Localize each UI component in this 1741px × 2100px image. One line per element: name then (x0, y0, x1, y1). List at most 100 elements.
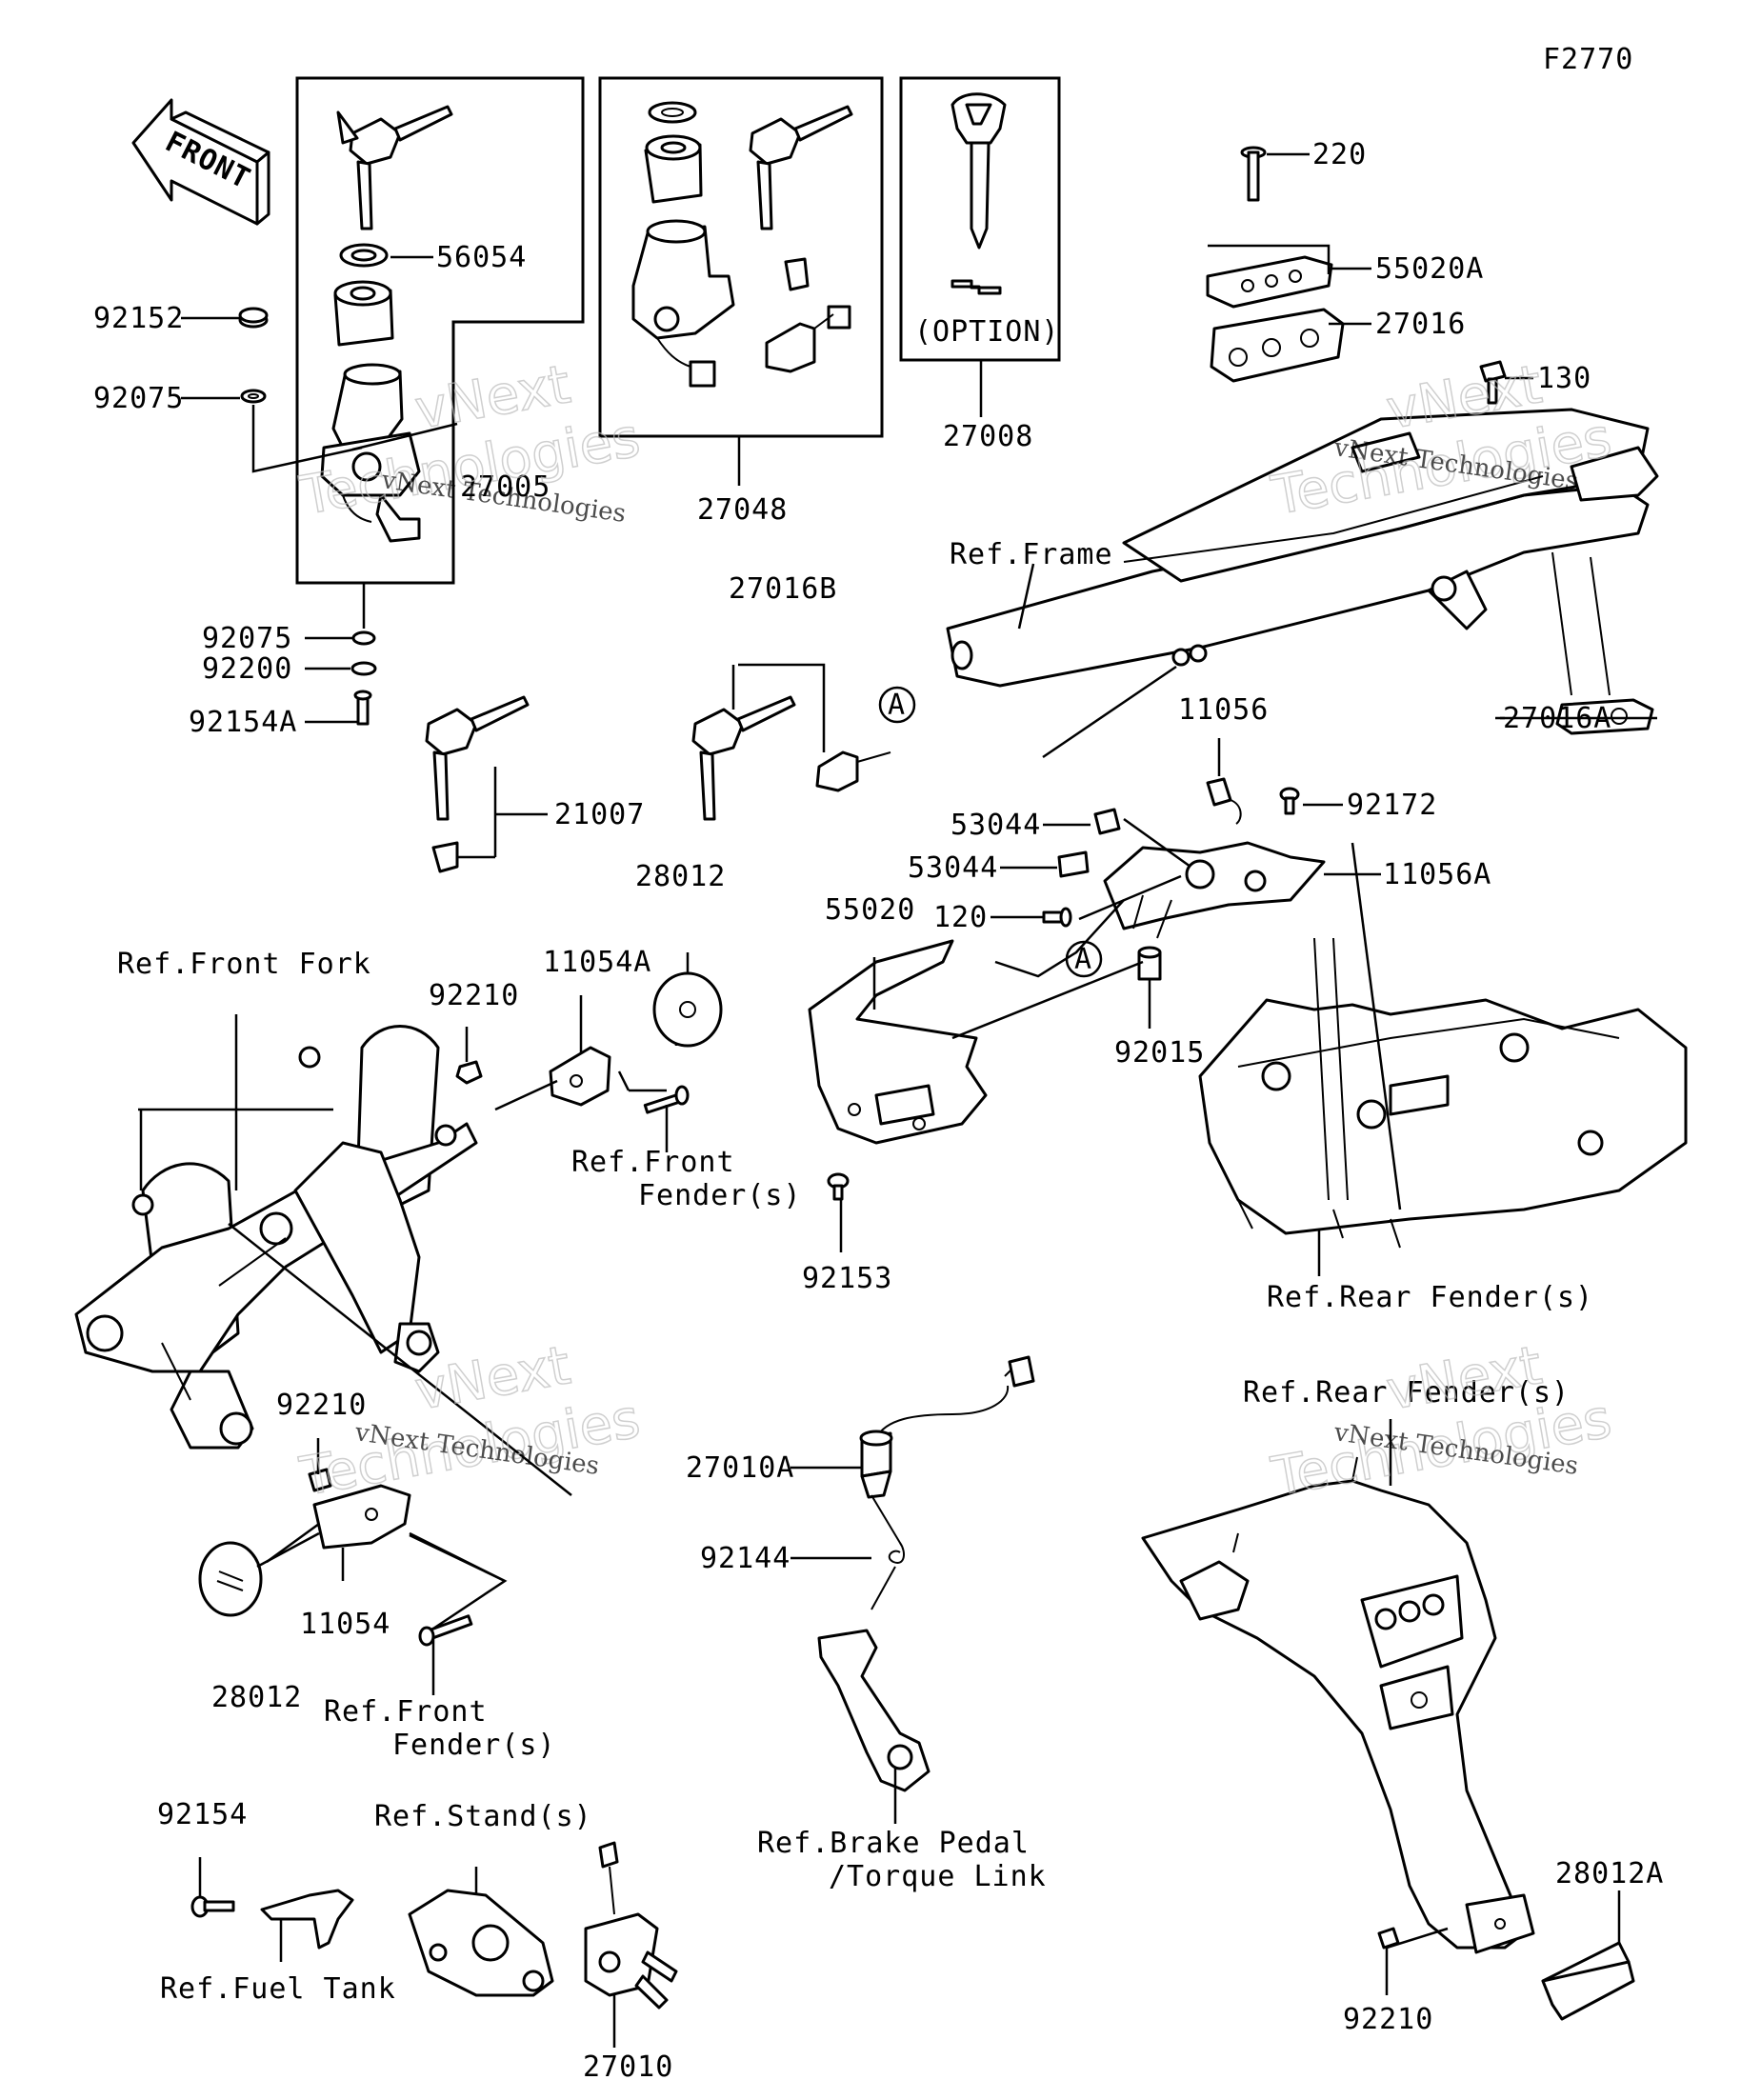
callout-11054A: 11054A (543, 946, 651, 979)
frame-icon (946, 408, 1659, 696)
callout-92154A: 92154A (189, 706, 297, 739)
callout-92153: 92153 (802, 1262, 892, 1295)
washer-92075-icon (240, 389, 267, 404)
callout-28012A: 28012A (1555, 1857, 1664, 1890)
figure-code: F2770 (1543, 43, 1633, 76)
nut-92210b-icon (308, 1468, 332, 1492)
brake-switch-27010A-icon (859, 1355, 1035, 1499)
ignition-switch-27005-icon (320, 363, 421, 543)
washer-92075b-icon (351, 630, 376, 646)
key-set-group-box (598, 76, 884, 438)
callout-27016B: 27016B (729, 572, 837, 606)
cover-55020-icon (808, 939, 988, 1145)
reference-mark-a1: A (878, 686, 916, 724)
callout-11054: 11054 (300, 1608, 390, 1641)
option-key-27008-icon (951, 92, 1007, 295)
ref-torque-link: /Torque Link (829, 1860, 1047, 1893)
ignition-switch-group-box (295, 76, 585, 585)
screw-92172-icon (1279, 787, 1300, 815)
holder-11054-icon (312, 1484, 411, 1550)
callout-28012a: 28012 (635, 860, 726, 893)
ref-front-fender-2a: Ref.Front (324, 1695, 488, 1729)
brake-pedal-icon (817, 1629, 931, 1792)
callout-27005: 27005 (460, 470, 550, 504)
callout-92210b: 92210 (276, 1389, 367, 1422)
callout-27048: 27048 (697, 493, 788, 527)
callout-92200: 92200 (202, 652, 292, 686)
callout-11056A: 11056A (1383, 858, 1491, 891)
callout-27016: 27016 (1375, 308, 1466, 341)
leader-lines (138, 152, 1657, 2048)
callout-53044a: 53044 (951, 809, 1041, 842)
callout-92210c: 92210 (1343, 2003, 1433, 2036)
option-label: (OPTION) (914, 315, 1060, 349)
reflector-28012a-icon (652, 971, 723, 1048)
bolt-120-icon (1042, 907, 1072, 928)
cushion-53044a-icon (1093, 808, 1121, 835)
callout-11056: 11056 (1178, 693, 1269, 727)
ref-front-fender-1a: Ref.Front (571, 1146, 735, 1179)
washer-92200-icon (350, 661, 377, 676)
clip-11056-icon (1206, 777, 1242, 825)
bolt-220-icon (1240, 146, 1267, 202)
fuel-tank-bracket-icon (260, 1889, 354, 1950)
svg-text:A: A (888, 689, 906, 722)
callout-27010: 27010 (583, 2050, 673, 2084)
ref-front-fender-1b: Fender(s) (638, 1179, 802, 1212)
callout-92172: 92172 (1347, 789, 1437, 822)
bolt-92154-icon (190, 1895, 235, 1918)
svg-text:A: A (1074, 943, 1092, 976)
ref-front-fender-2b: Fender(s) (392, 1729, 556, 1762)
front-fork-icon (74, 1025, 478, 1450)
callout-220: 220 (1312, 138, 1367, 171)
callout-27010A: 27010A (686, 1451, 794, 1485)
watermark-3: vNext Technologies vNext Technologies (294, 1334, 645, 1510)
bolt-130-icon (1479, 360, 1507, 405)
screw-92154A-icon (353, 690, 372, 726)
reflector-28012b-icon (198, 1541, 263, 1617)
reflector-28012A-icon (1541, 1941, 1635, 2021)
callout-55020: 55020 (825, 893, 915, 927)
nut-92210a-icon (455, 1060, 483, 1085)
cushion-53044b-icon (1057, 850, 1090, 878)
spring-92144-icon (870, 1494, 906, 1610)
callout-120: 120 (933, 901, 988, 934)
callout-92075a: 92075 (93, 382, 184, 415)
callout-92152: 92152 (93, 302, 184, 335)
cap-icon (333, 280, 394, 347)
ref-rear-fender-2: Ref.Rear Fender(s) (1243, 1376, 1570, 1410)
bracket-27016-icon (1210, 308, 1345, 383)
ref-front-fork: Ref.Front Fork (117, 948, 371, 981)
key-21007-icon (425, 695, 530, 873)
callout-92210a: 92210 (429, 979, 519, 1012)
callout-21007: 21007 (554, 798, 645, 831)
bolt-front-fender-2-icon (418, 1614, 473, 1647)
screw-92153-icon (827, 1172, 850, 1201)
holder-55020A-icon (1206, 255, 1333, 309)
nut-92152-icon (238, 307, 269, 329)
ref-rear-fender-1: Ref.Rear Fender(s) (1267, 1281, 1593, 1314)
callout-92015: 92015 (1114, 1036, 1205, 1070)
side-stand-switch-27010-icon (584, 1841, 678, 2010)
reference-mark-a2: A (1065, 940, 1103, 978)
ref-frame: Ref.Frame (950, 538, 1113, 571)
front-arrow-icon: FRONT (131, 98, 270, 226)
bracket-27016A-icon (1555, 698, 1654, 735)
ignition-key-icon (336, 105, 453, 230)
stand-bracket-icon (408, 1889, 554, 1997)
holder-11054A-icon (549, 1046, 611, 1107)
callout-27016A: 27016A (1503, 702, 1611, 735)
watermark-4: vNext Technologies vNext Technologies (1266, 1334, 1616, 1510)
ref-fuel-tank: Ref.Fuel Tank (160, 1972, 396, 2006)
ref-stand: Ref.Stand(s) (374, 1800, 592, 1833)
callout-92075b: 92075 (202, 622, 292, 655)
callout-92154: 92154 (157, 1798, 248, 1831)
key-set-27048-parts (631, 101, 853, 388)
callout-55020A: 55020A (1375, 252, 1484, 286)
bracket-11056A-icon (1103, 841, 1326, 939)
rear-fender-lower-icon (1141, 1456, 1535, 1954)
callout-28012b: 28012 (211, 1681, 302, 1714)
callout-92144: 92144 (700, 1542, 790, 1575)
callout-56054: 56054 (436, 241, 527, 274)
